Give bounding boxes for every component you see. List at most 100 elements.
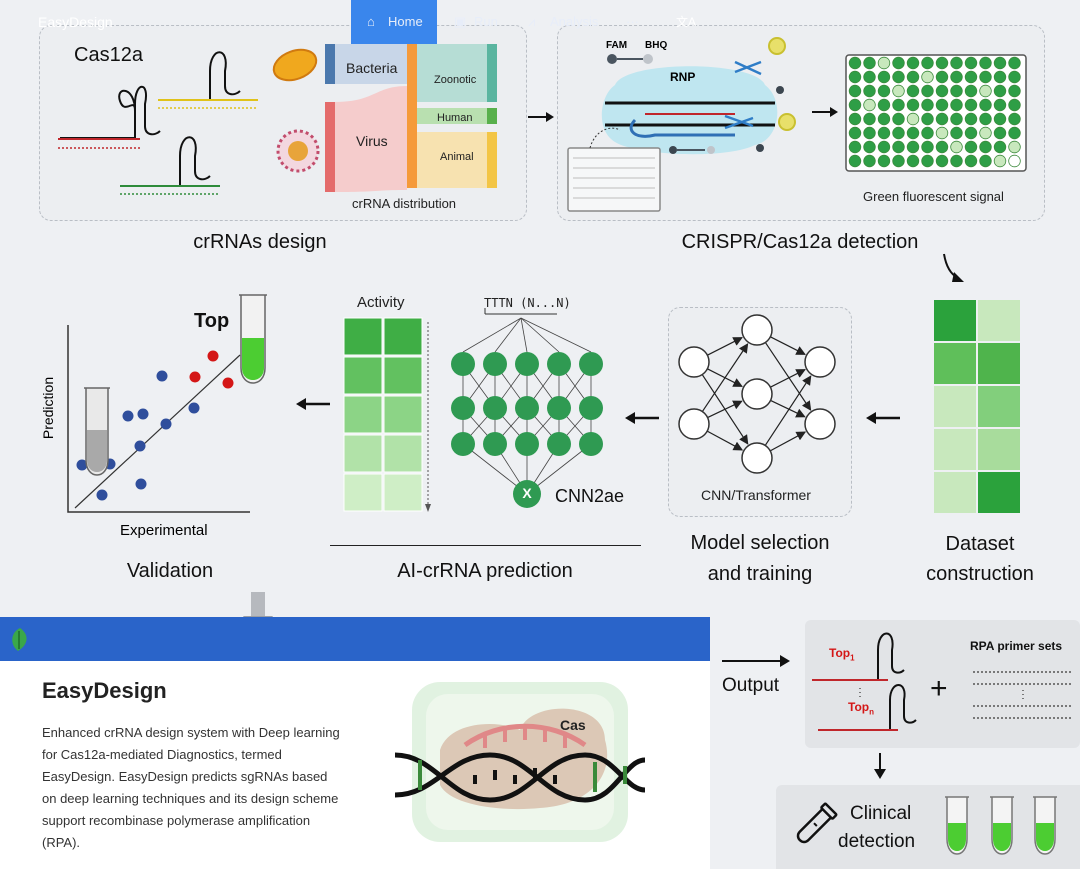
plate-well <box>848 56 862 70</box>
cas-dna-illustration <box>394 682 646 842</box>
plate-well <box>848 126 862 140</box>
cnn-node <box>579 432 603 456</box>
nav-home[interactable]: ⌂ Home <box>351 0 437 44</box>
arrow-left-icon <box>625 412 659 424</box>
nav-app-title[interactable]: EasyDesign <box>38 14 113 30</box>
plate-well <box>877 98 891 112</box>
dataset-cell <box>978 343 1020 384</box>
activity-cell <box>383 356 423 395</box>
plate-well <box>906 70 920 84</box>
plate-well <box>892 140 905 154</box>
validation-caption: Validation <box>126 560 214 582</box>
activity-scale-arrow <box>425 322 431 512</box>
plate-well <box>964 140 978 154</box>
plate-well <box>892 126 905 140</box>
cnn-node <box>451 352 475 376</box>
nn-node <box>741 314 773 346</box>
cnn-node <box>483 432 507 456</box>
well-plate <box>845 54 1027 172</box>
plate-well <box>892 154 905 168</box>
run-icon: ▣ <box>454 14 467 29</box>
crrna-hairpins-illustration <box>58 48 320 195</box>
plate-well <box>892 84 905 98</box>
nn-node <box>741 378 773 410</box>
plate-well <box>979 84 992 98</box>
plate-well <box>906 84 920 98</box>
plate-well <box>877 112 891 126</box>
plate-well <box>921 126 934 140</box>
cnn-node <box>579 396 603 420</box>
plate-well <box>993 98 1007 112</box>
app-description: Enhanced crRNA design system with Deep l… <box>42 725 340 850</box>
nn-node <box>804 346 836 378</box>
sankey-label-bacteria: Bacteria <box>346 60 398 76</box>
plate-well <box>964 154 978 168</box>
plate-well <box>1008 112 1021 126</box>
plate-well <box>906 154 920 168</box>
plate-well <box>993 112 1007 126</box>
validation-xlabel: Experimental <box>120 522 208 539</box>
output-crrna-hairpins <box>812 632 917 731</box>
gray-tube-fill <box>87 430 107 472</box>
plate-well <box>964 126 978 140</box>
plus-sign: + <box>930 672 948 705</box>
output-label: Output <box>722 675 780 696</box>
plate-well <box>1008 140 1021 154</box>
activity-heatmap <box>343 317 423 512</box>
dataset-cell <box>934 386 976 427</box>
prediction-divider <box>330 545 641 546</box>
nav-analysis[interactable]: ⩘ Analysis <box>528 0 608 44</box>
arrow-left-icon <box>866 412 900 424</box>
plate-well <box>877 126 891 140</box>
nn-edge <box>770 399 806 418</box>
dataset-cell <box>978 429 1020 470</box>
nav-more-menu[interactable]: ··· <box>626 14 639 29</box>
scatter-point <box>188 402 200 414</box>
plate-well <box>877 140 891 154</box>
plate-well <box>848 112 862 126</box>
home-icon: ⌂ <box>367 14 375 29</box>
nav-run[interactable]: ▣ Run <box>454 0 514 44</box>
plate-well <box>848 98 862 112</box>
plate-well <box>848 70 862 84</box>
crrna-distribution-label: crRNA distribution <box>352 196 457 211</box>
plate-well <box>921 56 934 70</box>
plate-well <box>935 154 949 168</box>
plate-well <box>921 98 934 112</box>
activity-cell <box>343 473 383 512</box>
plate-well <box>877 70 891 84</box>
cas12a-label: Cas12a <box>74 44 143 66</box>
cas-label: Cas <box>560 717 586 733</box>
dataset-caption-line2: construction <box>926 563 1034 585</box>
plate-well <box>979 154 992 168</box>
plate-well <box>921 112 934 126</box>
plate-well <box>993 154 1007 168</box>
plate-well <box>906 56 920 70</box>
dataset-cell <box>934 300 976 341</box>
nn-edge <box>770 336 806 355</box>
plate-well <box>848 84 862 98</box>
plate-well <box>892 56 905 70</box>
plate-well <box>935 98 949 112</box>
cnn-edge <box>520 317 528 353</box>
plate-well <box>863 98 876 112</box>
dataset-cell <box>978 300 1020 341</box>
plate-well <box>964 84 978 98</box>
activity-cell <box>383 473 423 512</box>
language-icon[interactable]: 文A <box>676 15 697 29</box>
app-heading: EasyDesign <box>42 678 167 703</box>
plate-well <box>950 98 963 112</box>
plate-well <box>950 56 963 70</box>
cnn-edge <box>494 317 522 353</box>
clinical-tube-fill <box>993 823 1011 851</box>
cnn-x-node-label: X <box>522 485 532 501</box>
green-tube-fill <box>242 338 264 380</box>
motif-label: TTTN (N...N) <box>484 296 571 310</box>
plate-well <box>863 154 876 168</box>
plate-well <box>935 56 949 70</box>
plate-well <box>906 98 920 112</box>
cnn2ae-label: CNN2ae <box>555 486 625 506</box>
cnn-edge <box>520 317 560 353</box>
plate-well <box>993 70 1007 84</box>
model-net-label: CNN/Transformer <box>701 487 811 503</box>
